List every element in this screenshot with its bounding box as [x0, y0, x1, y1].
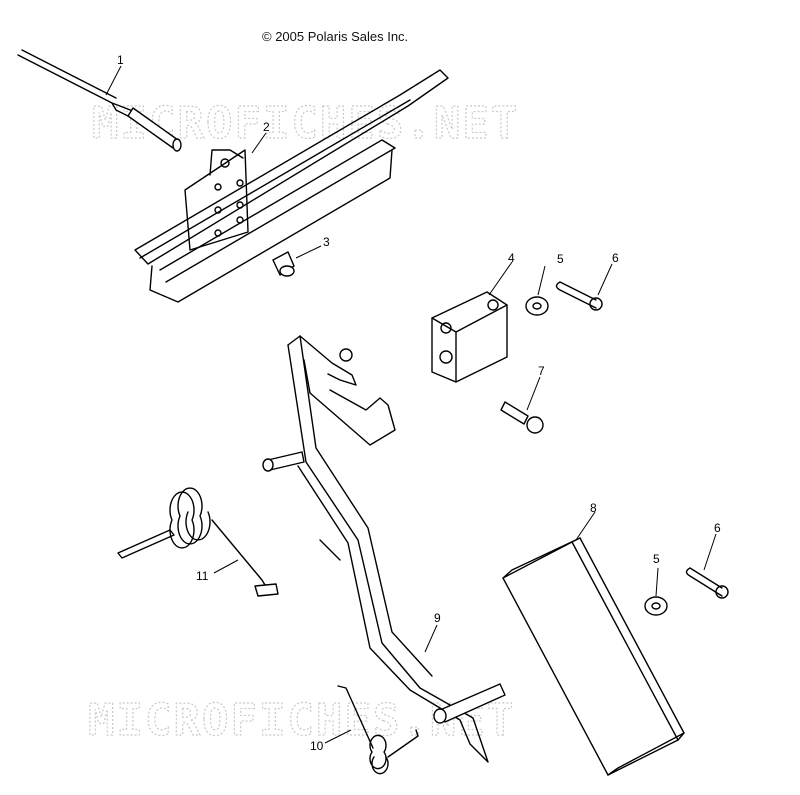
callout-11: 11: [196, 569, 209, 583]
part-2-rail-bracket[interactable]: 2: [134, 69, 449, 303]
part-6-clip-bottom[interactable]: 6: [685, 521, 729, 599]
part-1-cable-rod[interactable]: 1: [17, 49, 182, 152]
callout-6-top: 6: [612, 251, 619, 265]
part-3-bolt[interactable]: 3: [272, 235, 330, 277]
watermark-bottom: MICROFICHES.NET: [88, 695, 515, 746]
callout-4: 4: [508, 251, 515, 265]
callout-10: 10: [310, 739, 324, 753]
part-9-pedal-arm[interactable]: 9: [262, 335, 506, 763]
part-4-pivot-block[interactable]: 4: [431, 251, 515, 383]
callout-2: 2: [263, 120, 270, 134]
part-6-clip-top[interactable]: 6: [555, 251, 620, 311]
part-5-washer-bottom[interactable]: 5: [644, 552, 668, 616]
part-11-spring-left[interactable]: 11: [117, 487, 279, 597]
watermark-top: MICROFICHES.NET: [92, 98, 519, 149]
copyright-notice: © 2005 Polaris Sales Inc.: [262, 29, 409, 44]
part-7-screw[interactable]: 7: [500, 364, 545, 434]
callout-5-bottom: 5: [653, 552, 660, 566]
callout-1: 1: [117, 53, 124, 67]
part-10-spring-lower[interactable]: 10: [310, 685, 419, 775]
part-8-pedal-pad[interactable]: 8: [502, 501, 685, 776]
callout-3: 3: [323, 235, 330, 249]
callout-6-bottom: 6: [714, 521, 721, 535]
callout-7: 7: [538, 364, 545, 378]
callout-8: 8: [590, 501, 597, 515]
callout-5-top: 5: [557, 252, 564, 266]
part-5-washer-top[interactable]: 5: [525, 252, 564, 316]
callout-9: 9: [434, 611, 441, 625]
